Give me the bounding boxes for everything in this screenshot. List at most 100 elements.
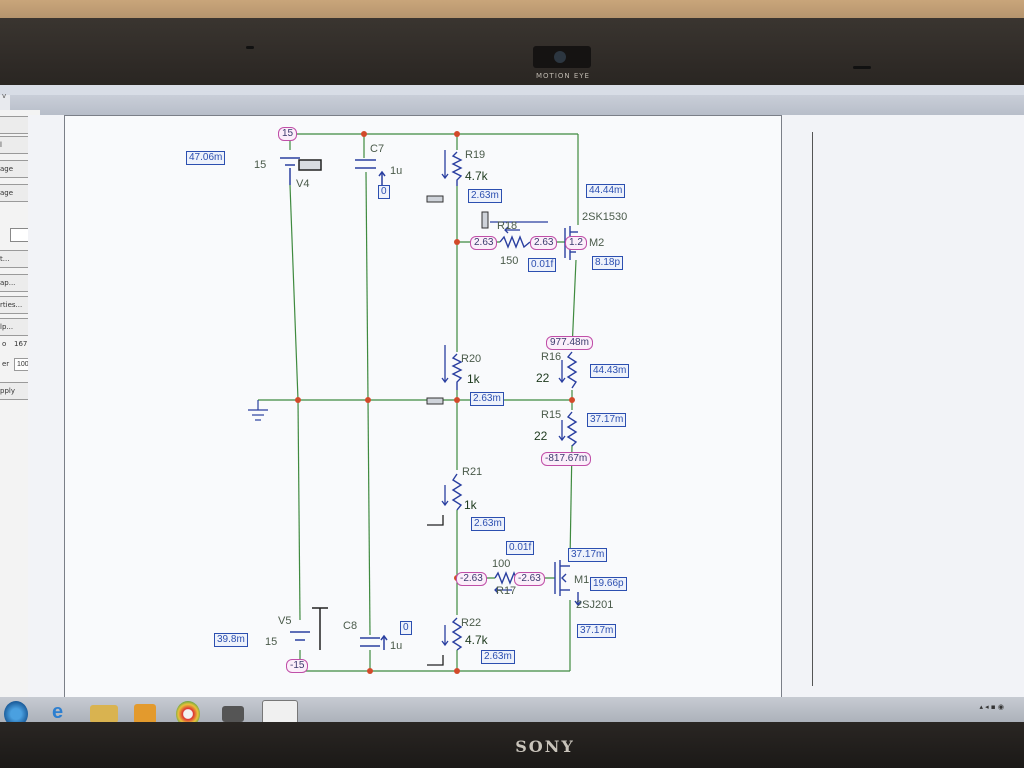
- probe-readout-c8-current[interactable]: 0: [400, 621, 412, 635]
- node-voltage-m2-gate-node[interactable]: 1.2: [565, 236, 587, 250]
- wire: [365, 171, 369, 401]
- bezel-speaker: [246, 46, 254, 49]
- junction-dot: [454, 131, 460, 137]
- junction-dot: [454, 239, 460, 245]
- probe-readout-m2-drain-current[interactable]: 44.44m: [586, 184, 626, 198]
- titlebar-icon: v: [2, 92, 7, 100]
- wire: [289, 184, 299, 401]
- resistor-r20-icon[interactable]: [451, 353, 463, 390]
- probe-readout-r17-current[interactable]: 0.01f: [506, 541, 535, 555]
- resistors: [451, 151, 578, 651]
- probe-readout-m1-source-current[interactable]: 37.17m: [577, 624, 617, 638]
- webcam: [533, 46, 591, 68]
- component-label-r17-name: R17: [496, 585, 517, 597]
- probe-readout-r15-current[interactable]: 37.17m: [587, 413, 627, 427]
- resistor-r22-icon[interactable]: [451, 617, 463, 651]
- panel-row-label: o: [2, 340, 7, 348]
- mosfet-m1-icon[interactable]: [554, 560, 582, 607]
- media-player-icon[interactable]: [134, 704, 156, 724]
- component-label-c8-value: 1u: [390, 640, 403, 652]
- junction-dot: [454, 397, 460, 403]
- junction-dot: [295, 397, 301, 403]
- probe-readout-c7-current[interactable]: 0: [378, 185, 390, 199]
- junction-dot: [367, 668, 373, 674]
- component-label-r20-value: 1k: [467, 372, 480, 386]
- brand-logo: SONY: [515, 737, 575, 756]
- component-label-r22-value: 4.7k: [465, 633, 488, 647]
- resistor-r15-icon[interactable]: [566, 411, 578, 447]
- wire: [367, 399, 371, 636]
- component-label-m2-part: 2SK1530: [582, 211, 628, 223]
- file-explorer-icon[interactable]: [90, 705, 118, 723]
- resistor-r21-icon[interactable]: [451, 473, 463, 511]
- node-voltage-r17-right-node[interactable]: -2.63: [514, 572, 545, 586]
- component-label-c7-value: 1u: [390, 165, 403, 177]
- node-voltage-supply-pos-node[interactable]: 15: [278, 127, 298, 141]
- resistor-r18-icon[interactable]: [499, 235, 531, 249]
- resistor-r16-icon[interactable]: [566, 351, 578, 389]
- component-label-m1-part: 2SJ201: [576, 599, 614, 611]
- probe-readout-r21-current[interactable]: 2.63m: [471, 517, 505, 531]
- component-label-supply-neg-name: V5: [278, 615, 292, 627]
- node-voltage-r18-right-node[interactable]: 2.63: [530, 236, 558, 250]
- component-label-r19-value: 4.7k: [465, 169, 488, 183]
- battery-v4-icon[interactable]: [280, 157, 322, 185]
- component-label-supply-neg-value: 15: [265, 636, 278, 648]
- system-tray[interactable]: ▴ ◂ ▪ ◉: [979, 703, 1004, 711]
- capacitor-c7-icon[interactable]: [355, 159, 386, 185]
- component-label-c7-name: C7: [370, 143, 385, 155]
- app-window-icon[interactable]: [222, 706, 244, 722]
- node-voltage-supply-neg-node[interactable]: -15: [286, 659, 309, 673]
- wires: [258, 133, 579, 672]
- resistor-r19-icon[interactable]: [451, 151, 463, 186]
- toolbar: [10, 95, 1024, 117]
- ground-icon[interactable]: [248, 400, 268, 421]
- laptop-bottom-bezel: [0, 722, 1024, 768]
- component-label-m1-name: M1: [574, 574, 590, 586]
- node-voltage-r15-bottom-node[interactable]: -817.67m: [541, 452, 592, 466]
- component-label-supply-pos-name: V4: [296, 178, 310, 190]
- probe-readout-m1-gate-current[interactable]: 19.66p: [590, 577, 627, 591]
- wire: [297, 399, 301, 621]
- probe-readout-r16-current[interactable]: 44.43m: [590, 364, 630, 378]
- probe-readout-supply-neg-current[interactable]: 39.8m: [214, 633, 248, 647]
- component-label-c8-name: C8: [343, 620, 358, 632]
- component-label-r17-value: 100: [492, 558, 511, 570]
- internet-explorer-icon[interactable]: e: [52, 701, 64, 723]
- component-label-r19-name: R19: [465, 149, 486, 161]
- node-voltage-r18-left-node[interactable]: 2.63: [470, 236, 498, 250]
- probe-readout-r22-current[interactable]: 2.63m: [481, 650, 515, 664]
- node-voltage-r17-left-node[interactable]: -2.63: [456, 572, 487, 586]
- junction-dot: [361, 131, 367, 137]
- current-probes: [441, 150, 566, 647]
- probe-readout-r18-current[interactable]: 0.01f: [528, 258, 557, 272]
- component-label-r16-value: 22: [536, 371, 550, 385]
- component-label-m2-name: M2: [589, 237, 605, 249]
- junction-dot: [569, 397, 575, 403]
- probe-readout-supply-pos-current[interactable]: 47.06m: [186, 151, 226, 165]
- probe-readout-m2-gate-current[interactable]: 8.18p: [592, 256, 624, 270]
- probe-readout-m1-drain-current[interactable]: 37.17m: [568, 548, 608, 562]
- component-label-r21-value: 1k: [464, 498, 477, 512]
- node-voltage-r16-top-node[interactable]: 977.48m: [546, 336, 593, 350]
- component-label-r15-value: 22: [534, 429, 548, 443]
- panel-row-value: 167: [14, 340, 28, 348]
- probe-readout-r19-current[interactable]: 2.63m: [468, 189, 502, 203]
- component-label-r21-name: R21: [462, 466, 483, 478]
- probe-readout-r20-current[interactable]: 2.63m: [470, 392, 504, 406]
- sheet-border: [812, 132, 813, 686]
- schematic-sheet: [64, 115, 782, 699]
- component-label-r15-name: R15: [541, 409, 562, 421]
- component-label-r18-name: R18: [497, 220, 518, 232]
- wire: [571, 259, 577, 351]
- probe-brackets: [427, 515, 444, 666]
- junction-dot: [365, 397, 371, 403]
- bezel-speaker: [853, 66, 871, 69]
- component-label-r16-name: R16: [541, 351, 562, 363]
- capacitor-c8-icon[interactable]: [360, 634, 388, 650]
- camera-label: MOTION EYE: [536, 72, 590, 80]
- component-label-r20-name: R20: [461, 353, 482, 365]
- component-label-supply-pos-value: 15: [254, 159, 267, 171]
- battery-v5-icon[interactable]: [290, 607, 328, 650]
